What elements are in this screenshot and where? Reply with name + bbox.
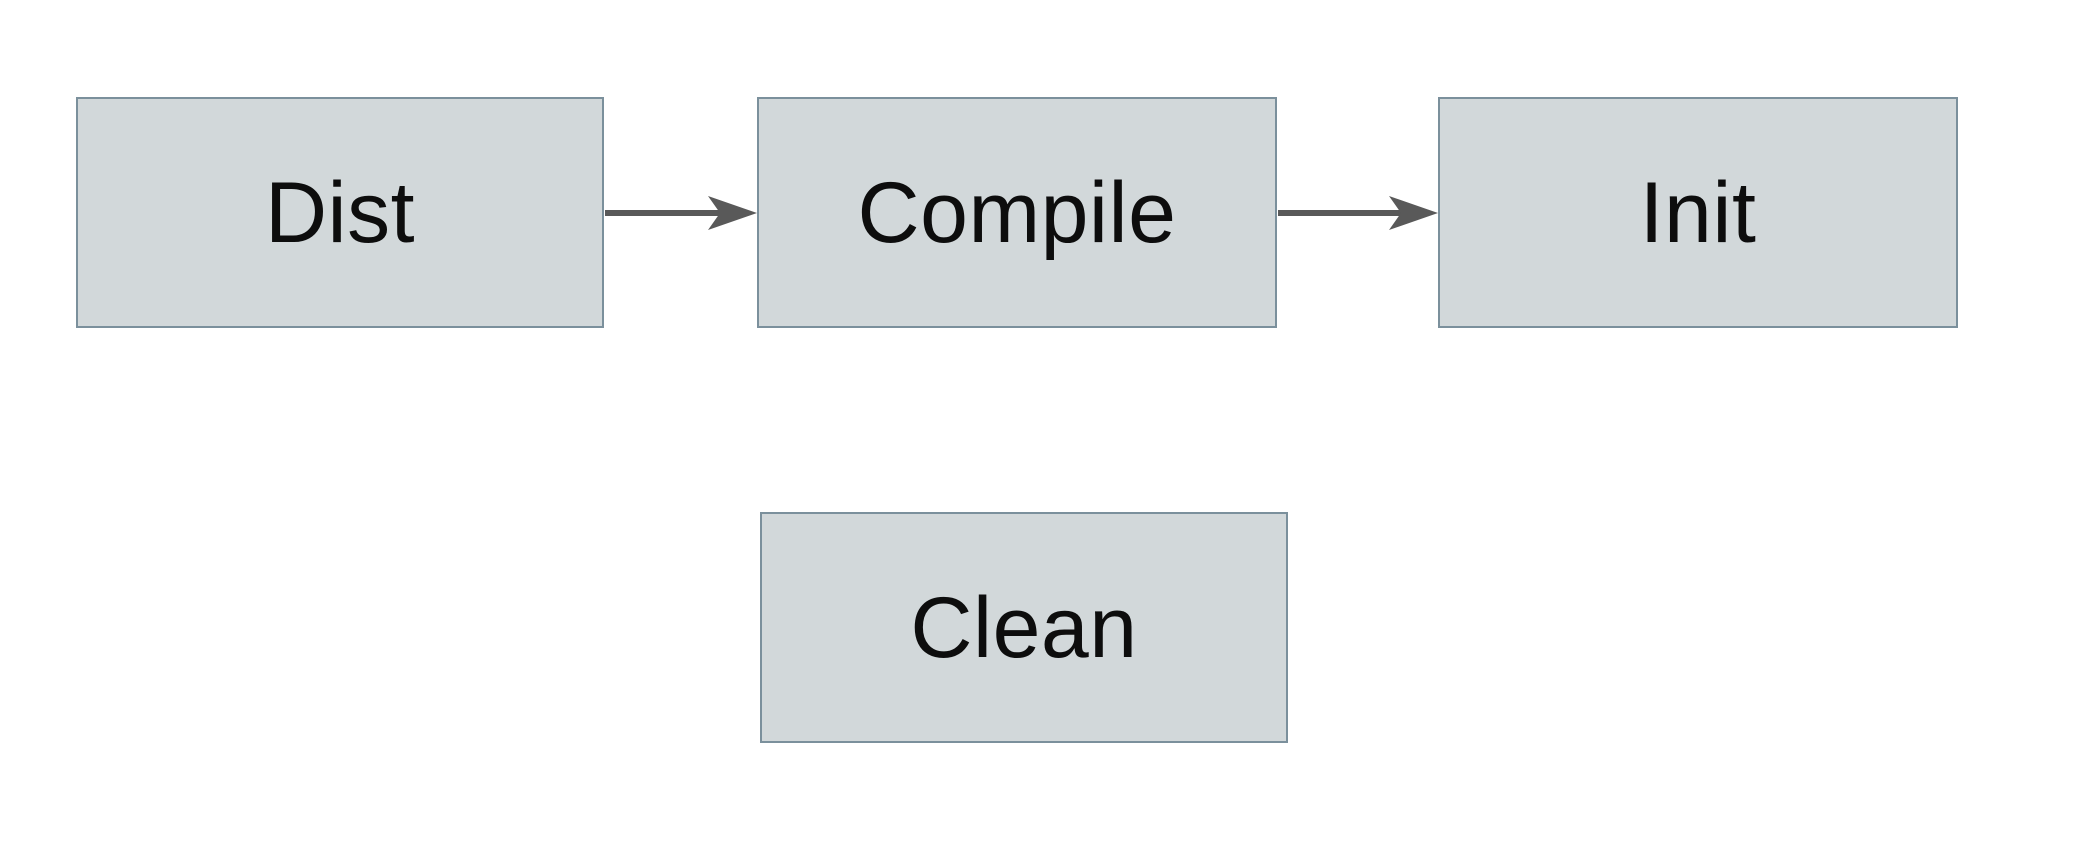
node-clean-label: Clean: [910, 579, 1138, 676]
arrow-compile-to-init: [1278, 196, 1438, 230]
node-init: Init: [1438, 97, 1958, 328]
node-dist-label: Dist: [264, 164, 416, 261]
node-dist: Dist: [76, 97, 604, 328]
node-clean: Clean: [760, 512, 1288, 743]
arrow-dist-to-compile: [605, 196, 757, 230]
node-compile: Compile: [757, 97, 1277, 328]
node-init-label: Init: [1639, 164, 1757, 261]
node-compile-label: Compile: [857, 164, 1177, 261]
